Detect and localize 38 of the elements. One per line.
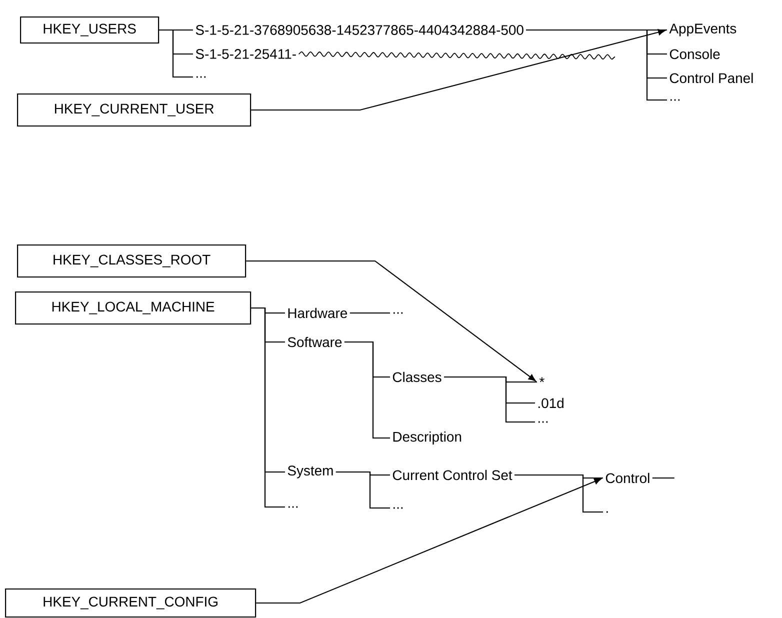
- key-name: .: [606, 511, 608, 513]
- arrow: [246, 260, 536, 382]
- tree-branch: [344, 341, 390, 439]
- key-name: Control Panel: [670, 72, 753, 84]
- key-name: S-1-5-21-3768905638-1452377865-4404342884-500: [196, 25, 524, 35]
- key-name: *: [539, 377, 544, 382]
- key-name: Classes: [392, 372, 442, 382]
- registry-key-box: HKEY_CURRENT_CONFIG: [5, 588, 256, 618]
- tree-branch: [159, 29, 193, 78]
- branch-line: [350, 312, 390, 314]
- registry-key-box: HKEY_USERS: [20, 16, 160, 44]
- tree-branch: [526, 29, 667, 101]
- key-name: Current Control Set: [392, 470, 512, 480]
- registry-key-box: HKEY_CLASSES_ROOT: [17, 244, 246, 278]
- key-name: ...: [538, 421, 548, 423]
- arrow: [256, 478, 602, 604]
- key-name: ...: [393, 312, 403, 314]
- key-name: ...: [670, 99, 680, 101]
- key-name: Software: [288, 336, 342, 348]
- registry-key-box: HKEY_CURRENT_USER: [17, 93, 252, 127]
- tree-branch: [444, 376, 535, 423]
- key-name: .01d: [538, 398, 564, 408]
- key-name: Control: [606, 472, 650, 484]
- tree-branch: [336, 471, 390, 509]
- key-name: S-1-5-21-25411-: [196, 49, 296, 59]
- key-name: System: [288, 466, 333, 478]
- key-name: Description: [393, 432, 462, 444]
- tree-branch: [514, 474, 603, 513]
- key-name: ...: [393, 507, 403, 509]
- arrow: [251, 29, 666, 111]
- key-name: ...: [196, 76, 206, 78]
- registry-key-box: HKEY_LOCAL_MACHINE: [15, 291, 252, 325]
- key-name: Console: [670, 48, 720, 60]
- tree-branch: [251, 307, 285, 508]
- key-name: Hardware: [288, 308, 348, 318]
- key-name: ...: [288, 506, 298, 508]
- key-name: AppEvents: [669, 24, 736, 36]
- branch-line: [652, 477, 674, 479]
